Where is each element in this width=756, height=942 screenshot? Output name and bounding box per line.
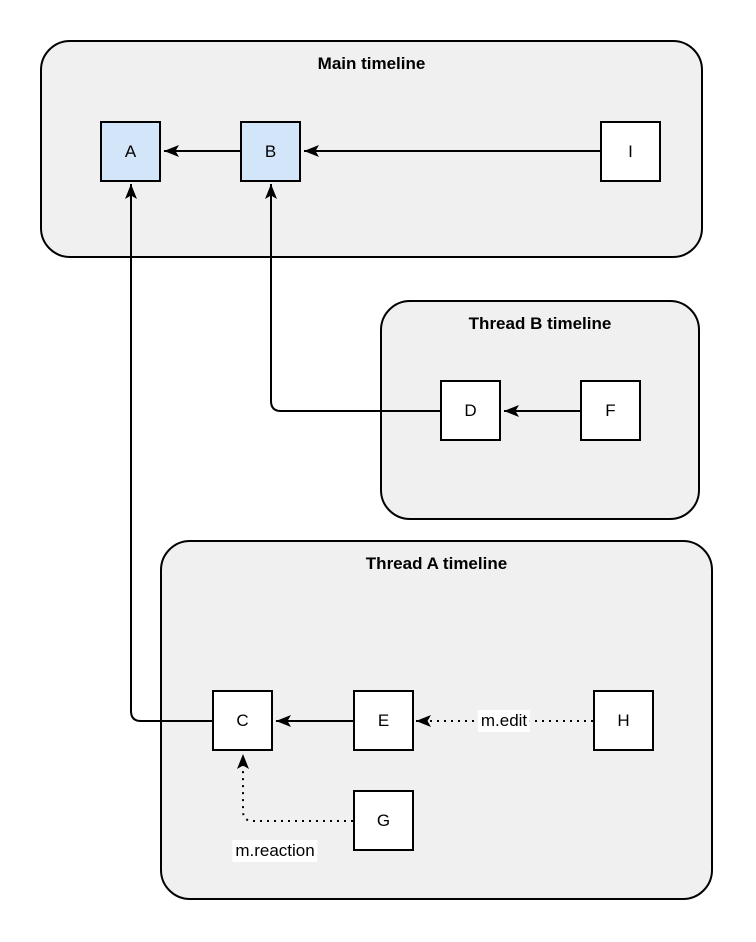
node-event-g: G [353, 790, 414, 851]
main-timeline-title: Main timeline [317, 54, 426, 73]
node-event-h: H [593, 690, 654, 751]
node-event-c: C [212, 690, 273, 751]
node-event-f: F [580, 380, 641, 441]
edge-label-m-edit: m.edit [477, 709, 531, 733]
node-event-i: I [600, 121, 661, 182]
thread-a-timeline-title: Thread A timeline [365, 554, 508, 573]
thread-b-timeline-title: Thread B timeline [468, 314, 612, 333]
edge-label-m-reaction: m.reaction [232, 839, 318, 863]
node-event-a: A [100, 121, 161, 182]
node-event-e: E [353, 690, 414, 751]
container-thread-b-timeline: Thread B timeline [380, 300, 700, 520]
node-event-d: D [440, 380, 501, 441]
node-event-b: B [240, 121, 301, 182]
